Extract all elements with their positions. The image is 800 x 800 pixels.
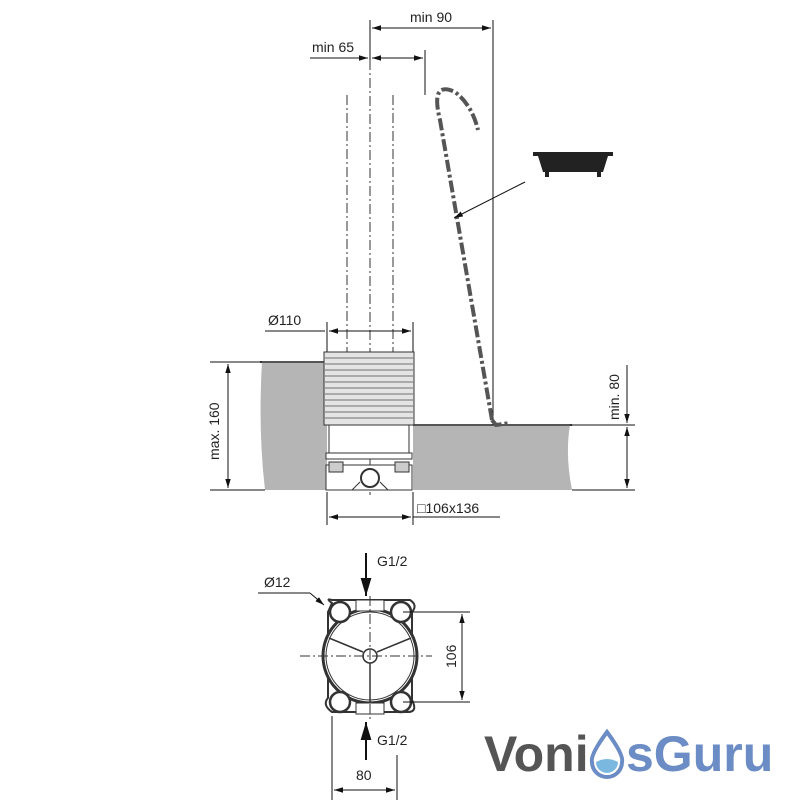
floor-section xyxy=(260,361,572,490)
base-size-label: □106x136 xyxy=(417,500,479,516)
installation-box-side xyxy=(323,351,415,491)
inlet-top-label: G1/2 xyxy=(377,553,408,569)
min-80-label: min. 80 xyxy=(606,374,622,420)
bathtub-leader xyxy=(453,181,526,219)
diameter-12-label: Ø12 xyxy=(264,574,291,590)
logo-text-voni: Voni xyxy=(484,726,589,782)
inlet-bottom-label: G1/2 xyxy=(377,732,408,748)
installation-box-top-view xyxy=(300,596,432,720)
dimension-min-65: min 65 xyxy=(310,39,426,95)
dimension-base-size: □106x136 xyxy=(326,492,500,525)
min-90-label: min 90 xyxy=(410,9,452,25)
logo-text-sguru: sGuru xyxy=(626,726,773,782)
dimension-diameter-110: Ø110 xyxy=(265,312,414,352)
diameter-110-label: Ø110 xyxy=(268,312,301,328)
dimension-diameter-12: Ø12 xyxy=(258,574,325,606)
voniosguru-logo: Voni sGuru xyxy=(484,726,773,782)
max-160-label: max. 160 xyxy=(206,402,222,460)
dimension-80: 80 xyxy=(331,716,398,800)
dimension-max-160: max. 160 xyxy=(206,361,265,491)
bathtub-icon xyxy=(533,152,613,177)
shower-hose xyxy=(435,87,511,428)
dimension-min-90: min 90 xyxy=(369,9,494,425)
dimension-106: 106 xyxy=(403,611,470,703)
min-65-label: min 65 xyxy=(312,39,354,55)
spacing-106-label: 106 xyxy=(443,644,459,668)
dimension-min-80: min. 80 xyxy=(570,365,635,491)
spacing-80-label: 80 xyxy=(356,767,372,783)
inlet-top: G1/2 xyxy=(360,553,408,596)
water-drop-icon xyxy=(589,728,625,779)
inlet-bottom: G1/2 xyxy=(360,722,408,760)
